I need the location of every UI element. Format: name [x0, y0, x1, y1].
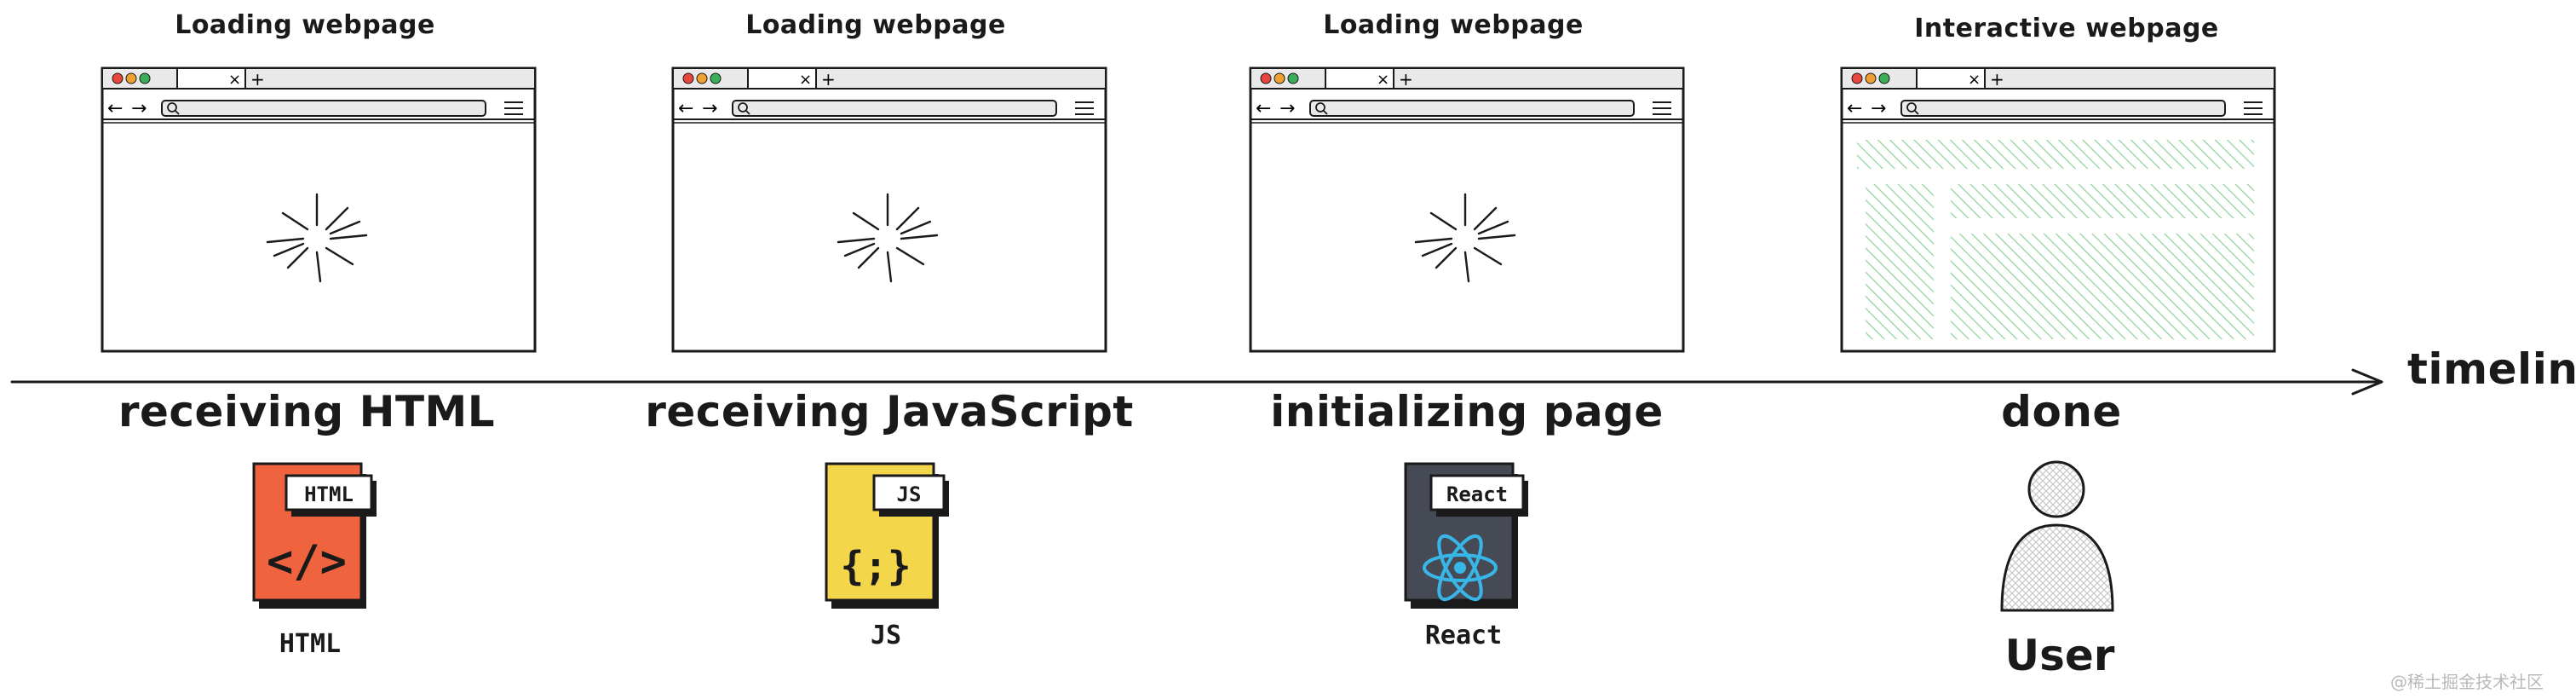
back-arrow-icon: ←: [1847, 98, 1862, 119]
browser-window-1: × + ← →: [101, 66, 537, 353]
js-doc-tag: JS: [897, 482, 922, 506]
content-main-block: [1951, 234, 2254, 339]
maximize-dot-icon: [139, 72, 151, 84]
new-tab-icon: +: [1399, 69, 1413, 90]
address-bar: [1900, 100, 2226, 117]
code-brackets-icon: </>: [267, 536, 347, 587]
step-label-2: receiving JavaScript: [645, 387, 1134, 436]
address-bar: [161, 100, 486, 117]
browser-window-3: × + ← →: [1249, 66, 1685, 353]
doc-label-2: JS: [870, 621, 902, 650]
content-sidebar-block: [1866, 184, 1934, 339]
browser-title-2: Loading webpage: [745, 10, 1006, 40]
loading-spinner-icon: [837, 193, 939, 283]
browser-window-4: × + ← →: [1840, 66, 2276, 353]
forward-arrow-icon: →: [131, 98, 147, 119]
js-document-icon: JS {;}: [823, 460, 959, 614]
user-label: User: [2004, 631, 2115, 680]
minimize-dot-icon: [696, 72, 708, 84]
maximize-dot-icon: [710, 72, 722, 84]
menu-icon: [504, 101, 523, 115]
watermark: @稀土掘金技术社区: [2390, 672, 2544, 692]
minimize-dot-icon: [1274, 72, 1285, 84]
close-dot-icon: [1851, 72, 1863, 84]
close-dot-icon: [1260, 72, 1272, 84]
curly-braces-icon: {;}: [840, 543, 911, 589]
browser-window-2: × + ← →: [671, 66, 1107, 353]
content-top-block: [1951, 184, 2254, 218]
loading-spinner-icon: [266, 193, 368, 283]
back-arrow-icon: ←: [107, 98, 123, 119]
step-label-4: done: [2001, 387, 2122, 436]
back-arrow-icon: ←: [1256, 98, 1271, 119]
tab-close-icon: ×: [1377, 71, 1389, 89]
react-atom-icon: [1423, 534, 1498, 602]
react-document-icon: React: [1402, 460, 1538, 614]
maximize-dot-icon: [1287, 72, 1299, 84]
menu-icon: [1075, 101, 1094, 115]
minimize-dot-icon: [125, 72, 137, 84]
back-arrow-icon: ←: [678, 98, 693, 119]
browser-title-1: Loading webpage: [175, 10, 435, 40]
doc-label-3: React: [1424, 621, 1503, 650]
step-label-1: receiving HTML: [118, 387, 496, 436]
maximize-dot-icon: [1878, 72, 1890, 84]
html-doc-tag: HTML: [304, 482, 354, 506]
browser-frame-2: × + ← →: [671, 66, 1107, 353]
html-document-icon: HTML </>: [250, 460, 387, 614]
address-bar: [732, 100, 1057, 117]
timeline-label: timeline: [2407, 344, 2576, 394]
forward-arrow-icon: →: [702, 98, 717, 119]
forward-arrow-icon: →: [1279, 98, 1295, 119]
timeline-arrow: [10, 368, 2383, 396]
user-icon: [1995, 460, 2123, 614]
browser-title-4: Interactive webpage: [1914, 14, 2219, 43]
search-icon: [167, 102, 177, 113]
forward-arrow-icon: →: [1871, 98, 1886, 119]
browser-frame-3: × + ← →: [1249, 66, 1685, 353]
browser-frame-1: × + ← →: [101, 66, 537, 353]
minimize-dot-icon: [1865, 72, 1877, 84]
browser-title-3: Loading webpage: [1323, 10, 1584, 40]
close-dot-icon: [112, 72, 124, 84]
loading-spinner-icon: [1414, 193, 1516, 283]
menu-icon: [2244, 101, 2263, 115]
tab-close-icon: ×: [799, 71, 812, 89]
new-tab-icon: +: [250, 69, 265, 90]
new-tab-icon: +: [1990, 69, 2004, 90]
tab-close-icon: ×: [228, 71, 241, 89]
search-icon: [1906, 102, 1917, 113]
search-icon: [738, 102, 748, 113]
browser-frame-4: × + ← →: [1840, 66, 2276, 353]
close-dot-icon: [682, 72, 694, 84]
menu-icon: [1653, 101, 1671, 115]
new-tab-icon: +: [821, 69, 836, 90]
address-bar: [1309, 100, 1635, 117]
search-icon: [1315, 102, 1325, 113]
content-header-block: [1857, 140, 2254, 169]
tab-close-icon: ×: [1968, 71, 1981, 89]
step-label-3: initializing page: [1270, 387, 1664, 436]
doc-label-1: HTML: [279, 629, 342, 659]
react-doc-tag: React: [1446, 482, 1508, 506]
